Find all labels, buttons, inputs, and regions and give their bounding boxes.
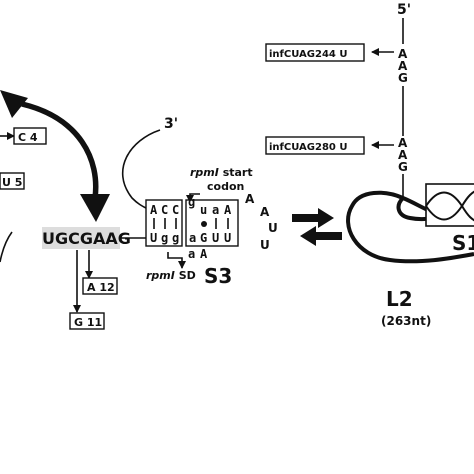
equilibrium-left-arrow	[300, 226, 342, 246]
sd-pointer	[167, 252, 186, 269]
right-5prime-label: 5'	[397, 2, 411, 18]
s3-nt-r3-4: a	[189, 231, 196, 245]
s3-nt-r3-7: U	[224, 231, 231, 245]
s3-label: S3	[204, 264, 232, 288]
s3-nt-r3-2: g	[161, 231, 168, 245]
s3-3prime-strand	[121, 129, 161, 209]
pair-dot	[201, 221, 207, 227]
stem-nt-5: A	[398, 148, 408, 162]
s3-3prime-label: 3'	[164, 116, 178, 132]
s3-loop-4: U	[260, 238, 270, 252]
s3-loop-3: U	[268, 221, 278, 235]
c4-box	[13, 127, 47, 145]
stem-nt-6: G	[398, 160, 408, 174]
feedback-arrow-tail-head	[0, 90, 28, 118]
rpml-start-rest: start	[219, 166, 253, 179]
u5-box	[0, 172, 25, 190]
rpml-sd-italic: rpmI	[146, 269, 175, 282]
s3-stem-box-right	[185, 199, 239, 247]
s3-nt-bottom-1: a	[188, 247, 195, 261]
s3-nt-r1-7: A	[224, 203, 232, 217]
sequence-highlight	[42, 227, 120, 249]
rpml-start-italic: rpmI	[190, 166, 219, 179]
s1-label: S1	[452, 231, 474, 255]
rpml-start-label: rpmI start	[190, 166, 253, 179]
sequence-label: UGCGAAG	[42, 229, 131, 248]
l2-label: L2	[386, 287, 413, 311]
u5-label: U 5	[2, 176, 22, 189]
s3-nt-r3-6: U	[212, 231, 219, 245]
feedback-arrow	[21, 101, 99, 199]
codon-label: codon	[207, 180, 244, 193]
equilibrium-right-arrow	[292, 208, 334, 228]
rpml-sd-rest: SD	[175, 269, 196, 282]
stem-nt-2: A	[398, 59, 408, 73]
stem-nt-4: A	[398, 136, 408, 150]
s3-nt-r1-3: C	[172, 203, 179, 217]
left-strand-curve	[0, 231, 13, 263]
stem-nt-1: A	[398, 47, 408, 61]
s3-nt-r1-4: g	[188, 195, 195, 209]
s1-helix-box	[425, 183, 474, 227]
s3-nt-r1-6: a	[212, 203, 219, 217]
inf244-label: infCUAG244 U	[269, 49, 347, 60]
inf280-box	[265, 136, 365, 155]
a12-box	[82, 277, 118, 295]
feedback-arrow-head	[80, 194, 110, 222]
a12-label: A 12	[87, 281, 115, 294]
s3-nt-r1-1: A	[150, 203, 158, 217]
s3-nt-r1-2: C	[161, 203, 168, 217]
rpml-sd-label: rpmI SD	[146, 269, 196, 282]
s3-nt-r1-5: u	[200, 203, 207, 217]
helix-strand-b	[425, 190, 474, 221]
stem-nt-3: G	[398, 71, 408, 85]
s3-nt-r3-1: U	[150, 231, 157, 245]
inf280-label: infCUAG280 U	[269, 142, 347, 153]
g11-box	[69, 312, 105, 330]
s3-nt-r3-3: g	[172, 231, 179, 245]
c4-label: C 4	[18, 131, 38, 144]
l2-sub-label: (263nt)	[381, 314, 431, 328]
g11-label: G 11	[74, 316, 102, 329]
s3-loop-1: A	[245, 192, 255, 206]
s3-loop-2: A	[260, 205, 270, 219]
inf244-box	[265, 43, 365, 62]
s3-nt-r3-5: G	[200, 231, 207, 245]
s3-nt-bottom-2: A	[200, 247, 208, 261]
